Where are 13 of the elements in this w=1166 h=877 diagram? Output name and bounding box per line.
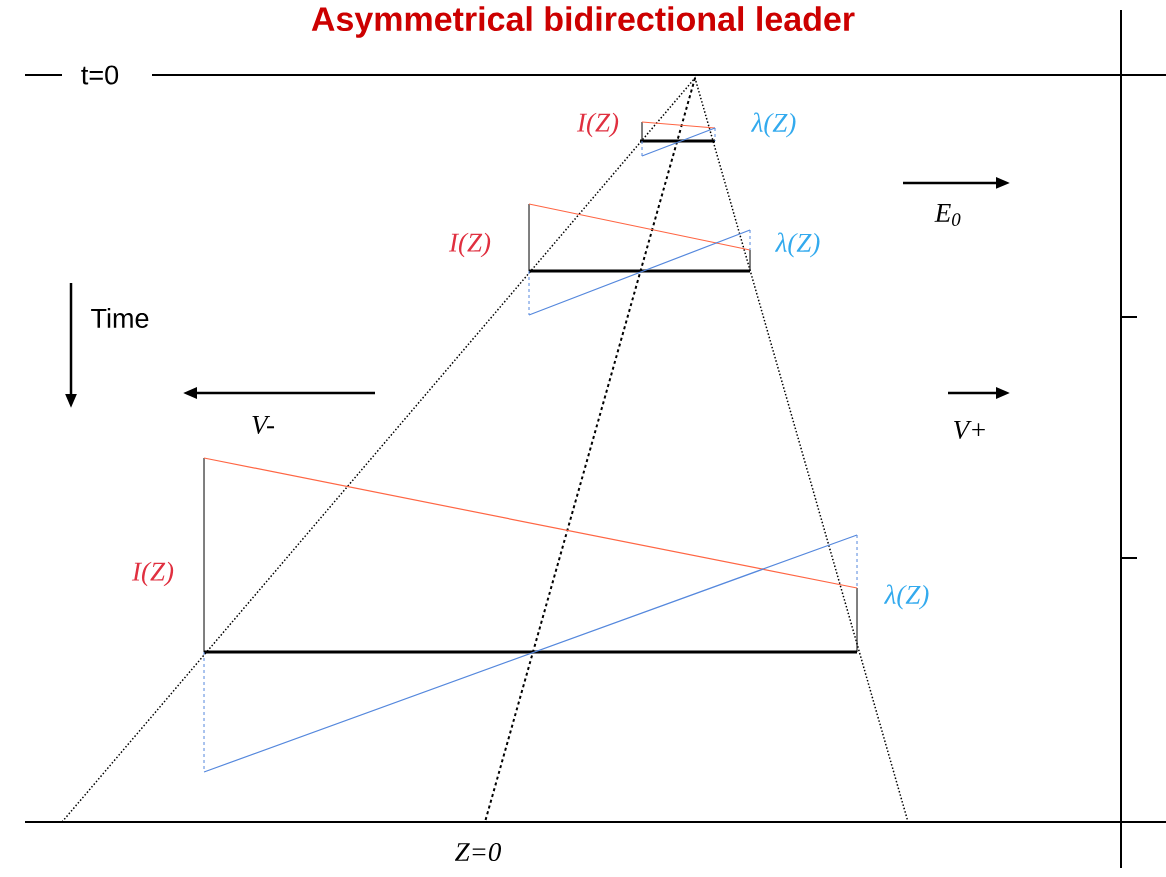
time-label: Time xyxy=(89,307,151,329)
charge-label: λ(Z) xyxy=(774,231,822,259)
current-label: I(Z) xyxy=(576,111,620,139)
field-label: E$_{0}$ xyxy=(933,203,963,227)
charge-label: λ(Z) xyxy=(883,583,931,611)
time-zero-label: t=0 xyxy=(79,64,121,86)
velocity-label: V- xyxy=(250,414,276,436)
velocity-label: V+ xyxy=(951,419,989,441)
position-label: Z=0 xyxy=(453,841,503,863)
charge-label: λ(Z) xyxy=(750,111,798,139)
current-label: I(Z) xyxy=(448,231,492,259)
title: Asymmetrical bidirectional leader xyxy=(311,6,855,38)
current-label: I(Z) xyxy=(131,560,175,588)
